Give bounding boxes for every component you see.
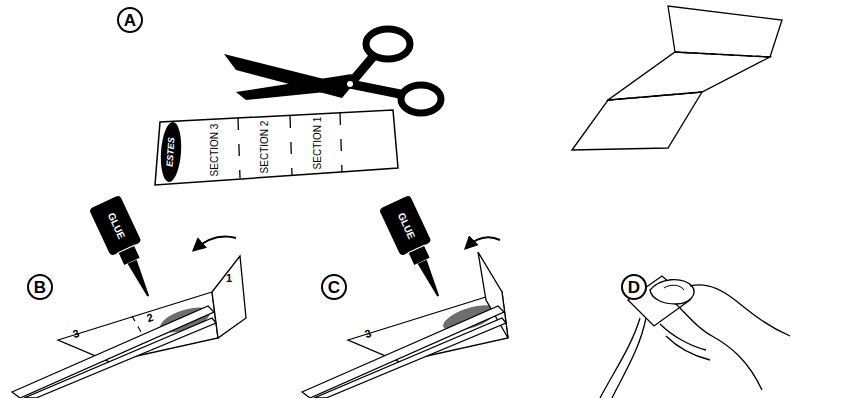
bottle-nozzle — [128, 260, 153, 299]
step-letter: C — [328, 279, 340, 296]
folded-panel — [572, 92, 702, 150]
thumbnail — [664, 285, 684, 290]
step-letter: B — [34, 279, 46, 296]
step-letter: A — [124, 12, 136, 29]
part-label: 1 — [226, 273, 232, 284]
part-label: SECTION 1 — [313, 117, 323, 170]
raised-section — [212, 256, 246, 338]
step-circle: C — [321, 274, 347, 300]
bottle-nozzle — [418, 260, 443, 299]
step-letter: D — [628, 279, 640, 296]
tweezers — [302, 306, 504, 398]
string — [612, 318, 646, 398]
fold-arrow — [194, 237, 236, 251]
scissor-handle — [401, 85, 441, 113]
scissor-arm — [350, 84, 400, 94]
glue-bottle — [89, 195, 164, 304]
section-line — [290, 116, 292, 175]
step-circle: A — [117, 7, 143, 33]
section-line — [340, 113, 342, 172]
fold-line — [608, 92, 702, 100]
scissor-blade — [236, 74, 352, 100]
folded-panel — [668, 6, 782, 57]
step-circle: D — [621, 274, 647, 300]
fold-arrow — [466, 237, 500, 248]
tweezers — [12, 306, 214, 398]
finger — [666, 336, 710, 360]
hand-outline — [676, 304, 762, 390]
string — [600, 318, 640, 398]
glue-bottle — [379, 195, 454, 304]
fold-line — [675, 52, 770, 57]
logo-oval — [159, 121, 183, 182]
scissor-pivot — [347, 81, 353, 87]
section-line — [238, 118, 240, 178]
paper-strip — [155, 110, 398, 185]
thumb — [650, 280, 694, 304]
scissor-handle — [366, 29, 410, 59]
folded-panel — [608, 52, 770, 100]
tweezers — [24, 318, 216, 398]
hand-outline — [690, 285, 790, 336]
step-circle: B — [27, 274, 53, 300]
tweezers — [314, 318, 506, 398]
part-label: SECTION 3 — [210, 124, 220, 177]
part-label: SECTION 2 — [260, 121, 270, 174]
